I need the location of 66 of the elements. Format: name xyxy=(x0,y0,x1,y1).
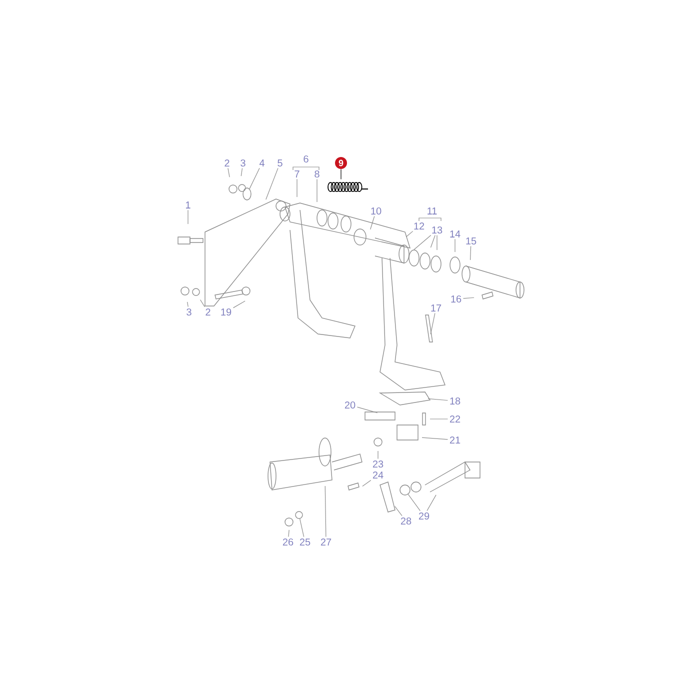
leader-line xyxy=(370,216,375,230)
callout-number: 11 xyxy=(428,208,437,214)
callout-number: 24 xyxy=(372,472,384,478)
callout-number: 10 xyxy=(371,207,382,215)
callout-badge: 9 xyxy=(335,157,347,169)
leader-line xyxy=(300,518,304,538)
callout-number: 5 xyxy=(278,160,282,166)
callout-number: 1 xyxy=(186,202,190,208)
leader-line xyxy=(470,246,472,260)
callout-number: 8 xyxy=(314,170,320,178)
callout-number: 26 xyxy=(282,538,294,546)
leader-line xyxy=(394,506,402,516)
leader-line xyxy=(430,234,436,248)
callout-number: 22 xyxy=(450,416,460,422)
callout-number: 25 xyxy=(300,538,310,546)
callout-number: 29 xyxy=(418,512,430,520)
ring-drawing xyxy=(408,250,420,266)
leader-line xyxy=(187,302,188,308)
leader-line xyxy=(436,234,438,250)
leader-line xyxy=(240,168,243,176)
callout-number: 4 xyxy=(259,160,264,166)
leader-line xyxy=(426,494,436,512)
callout-number: 2 xyxy=(224,160,230,166)
leader-line xyxy=(408,494,420,512)
leader-line xyxy=(228,168,230,178)
leader-line xyxy=(296,178,298,198)
callout-number: 7 xyxy=(294,170,300,178)
callout-number: 12 xyxy=(414,222,424,230)
leader-line xyxy=(316,178,318,202)
callout-number: 6 xyxy=(304,155,308,163)
callout-number: 21 xyxy=(450,436,460,444)
leader-line xyxy=(428,398,448,401)
callout-number: 19 xyxy=(221,308,232,316)
callout-number: 18 xyxy=(450,397,460,405)
leader-line xyxy=(362,480,372,487)
callout-number: 15 xyxy=(466,238,476,244)
callout-number: 3 xyxy=(240,159,246,167)
callout-number: 23 xyxy=(372,460,384,468)
leader-line xyxy=(266,168,278,200)
callout-number: 3 xyxy=(186,308,192,316)
callout-number: 17 xyxy=(431,304,442,312)
callout-number: 20 xyxy=(344,401,356,409)
leader-line xyxy=(406,230,414,238)
callout-number: 28 xyxy=(400,517,412,525)
leader-line xyxy=(454,238,456,252)
leader-line xyxy=(430,418,448,420)
leader-line xyxy=(200,299,206,308)
leader-line xyxy=(288,530,290,538)
callout-number: 13 xyxy=(432,226,442,234)
leader-line xyxy=(249,168,260,190)
leader-line xyxy=(356,406,378,414)
nut-drawing xyxy=(295,511,303,519)
leader-line xyxy=(232,300,246,308)
leader-line xyxy=(414,234,432,250)
leader-line xyxy=(324,486,326,538)
callout-number: 16 xyxy=(451,295,462,303)
leader-line xyxy=(340,168,342,180)
callout-number: 27 xyxy=(320,538,332,546)
leader-line xyxy=(462,297,474,299)
leader-line xyxy=(422,437,448,440)
leader-line xyxy=(430,312,436,334)
callout-number: 14 xyxy=(450,230,460,238)
callout-number: 2 xyxy=(206,308,210,316)
spring-drawing xyxy=(328,182,368,192)
ring-drawing xyxy=(242,188,252,200)
nut-drawing xyxy=(400,484,410,496)
